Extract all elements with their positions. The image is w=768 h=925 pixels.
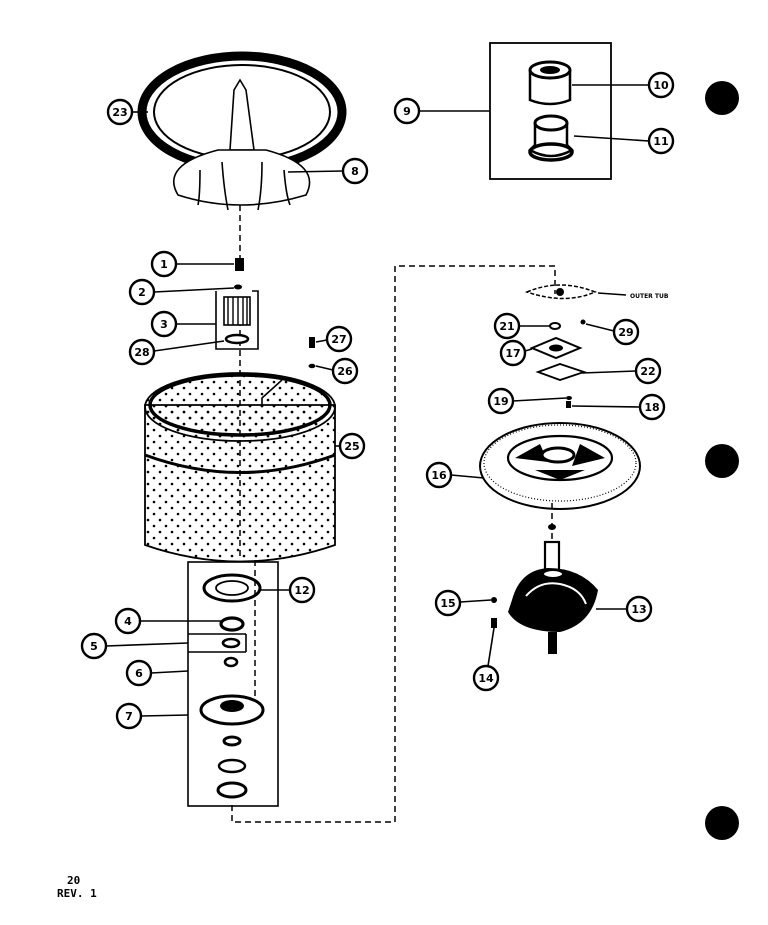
svg-text:18: 18 [644,401,659,414]
washer [221,637,241,649]
svg-text:12: 12 [294,584,309,597]
screw [566,401,571,408]
callout-9: 9 [393,97,421,125]
svg-text:16: 16 [431,469,447,482]
svg-text:25: 25 [344,440,359,453]
wash-basket [144,372,336,563]
tub-seal [528,60,572,106]
callout-2: 2 [128,278,156,306]
callout-18: 18 [638,393,666,421]
screw [491,597,497,603]
seal [224,333,250,345]
callout-7: 7 [115,702,143,730]
callout-6: 6 [125,659,153,687]
washer [308,363,316,369]
callout-23: 23 [106,98,134,126]
callout-3: 3 [150,310,178,338]
drive-hub [199,694,265,799]
svg-text:13: 13 [631,603,646,616]
seal [223,656,239,668]
callout-15: 15 [434,589,462,617]
svg-text:15: 15 [440,597,455,610]
svg-text:17: 17 [505,347,520,360]
svg-text:1: 1 [160,258,168,271]
bearing-seal [527,114,575,162]
mounting-bracket [529,336,583,360]
callout-29: 29 [612,318,640,346]
svg-text:23: 23 [112,106,127,119]
washer [234,284,242,290]
svg-text:5: 5 [90,640,98,653]
screw [580,319,586,325]
gasket [535,363,587,381]
callout-26: 26 [331,357,359,385]
svg-text:26: 26 [337,365,353,378]
svg-text:3: 3 [160,318,168,331]
leader-lines [105,84,650,717]
transmission [508,540,598,654]
svg-text:11: 11 [653,135,668,148]
agitator-skirt [173,149,311,211]
svg-text:21: 21 [499,320,514,333]
revision-label: REV. 1 [57,887,97,900]
outer-tub-label: OUTER TUB [630,293,669,300]
callout-28: 28 [128,338,156,366]
svg-text:29: 29 [618,326,633,339]
bolt [309,337,315,348]
svg-text:7: 7 [125,710,133,723]
callout-16: 16 [425,461,453,489]
callout-4: 4 [114,607,142,635]
binder-hole [705,806,739,840]
bearing [219,616,245,632]
callout-1: 1 [150,250,178,278]
svg-text:14: 14 [478,672,494,685]
callout-27: 27 [325,325,353,353]
callout-21: 21 [493,312,521,340]
screw [235,258,244,271]
svg-text:10: 10 [653,79,669,92]
binder-hole [705,81,739,115]
svg-text:8: 8 [351,165,359,178]
svg-text:19: 19 [493,395,508,408]
callout-22: 22 [634,357,662,385]
agitator-column [229,78,255,151]
spline-adapter [223,296,251,326]
washer [566,396,572,400]
svg-text:22: 22 [640,365,655,378]
hub-flange [202,573,262,603]
washer [549,322,561,330]
outer-tub-fragment [524,284,597,300]
svg-text:9: 9 [403,105,411,118]
svg-text:6: 6 [135,667,143,680]
callout-19: 19 [487,387,515,415]
page-number: 20 [67,874,81,887]
svg-text:2: 2 [138,286,146,299]
drive-pulley [479,422,641,510]
callout-12: 12 [288,576,316,604]
callout-17: 17 [499,339,527,367]
callout-11: 11 [647,127,675,155]
svg-text:27: 27 [331,333,346,346]
callout-10: 10 [647,71,675,99]
page-footer: 20 REV. 1 [57,874,97,900]
callout-13: 13 [625,595,653,623]
binder-hole [705,444,739,478]
callout-25: 25 [338,432,366,460]
nut [548,524,556,530]
callout-5: 5 [80,632,108,660]
screw [491,618,497,628]
svg-text:28: 28 [134,346,149,359]
hub-bracket [187,561,279,807]
callout-8: 8 [341,157,369,185]
callout-14: 14 [472,664,500,692]
svg-text:4: 4 [124,615,132,628]
